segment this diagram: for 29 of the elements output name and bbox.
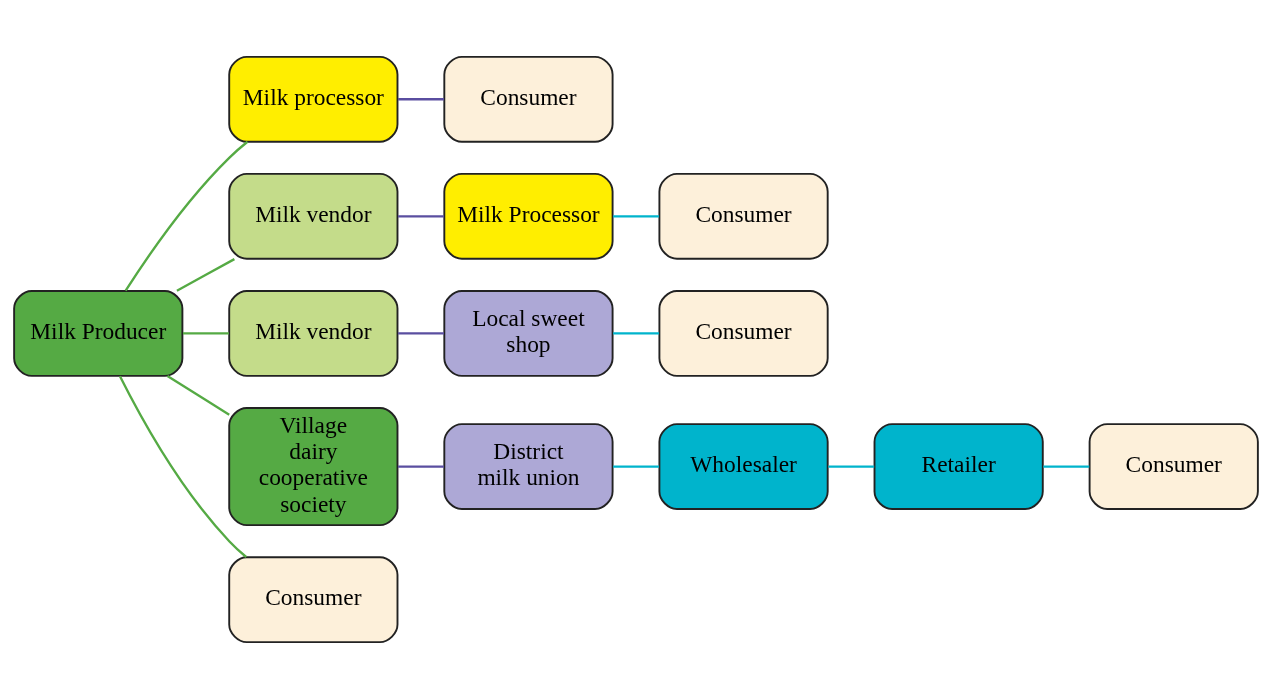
connector [1043,465,1090,468]
connector [398,215,444,218]
node-box: Village dairy cooperative society [228,407,399,527]
node-box: Wholesaler [658,423,829,510]
node-box: Local sweet shop [443,290,614,377]
connector [118,375,247,558]
node-box: Consumer [228,556,399,644]
connector [176,258,235,292]
connector [182,332,229,335]
connector [613,215,660,218]
connector [398,465,444,468]
node-box: Consumer [1088,423,1259,510]
connector [398,98,444,101]
node-box: Milk Producer [13,290,184,377]
node-box: Consumer [658,290,829,377]
connector [828,465,875,468]
node-box: Consumer [658,172,829,260]
node-box: Milk vendor [228,172,399,260]
connector [398,332,444,335]
node-box: Milk Processor [443,172,614,260]
node-box: Retailer [873,423,1044,510]
node-box: Milk vendor [228,290,399,377]
connector [124,140,249,292]
connector [613,465,660,468]
node-box: District milk union [443,423,614,510]
connector [613,332,660,335]
connector [166,374,230,416]
node-box: Milk processor [228,55,399,143]
node-box: Consumer [443,55,614,143]
